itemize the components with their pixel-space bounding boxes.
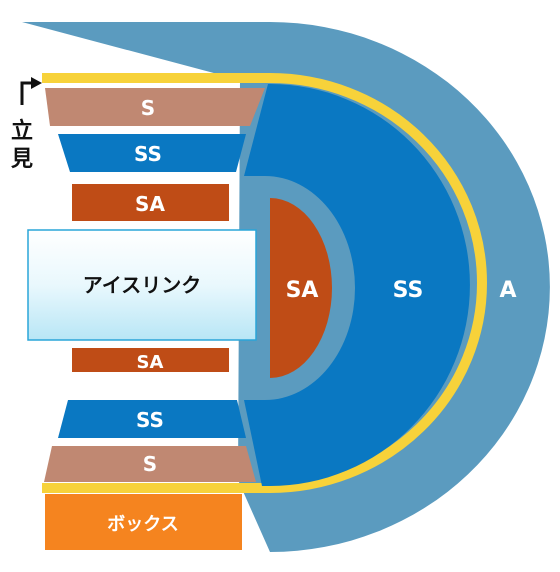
section-s-upper[interactable] xyxy=(45,88,265,126)
section-sa-lower[interactable] xyxy=(72,348,229,372)
label-a-arena: A xyxy=(499,278,516,303)
label-s-lower: S xyxy=(143,452,157,476)
label-s-upper: S xyxy=(141,96,155,120)
standing-label-1: 立 xyxy=(11,118,33,144)
walkway-yellow xyxy=(42,73,487,493)
standing-arrowhead-icon xyxy=(31,77,42,89)
label-sa-upper: SA xyxy=(135,192,165,216)
label-ss-lower: SS xyxy=(136,408,164,432)
section-box[interactable] xyxy=(45,494,242,550)
label-ss-arena: SS xyxy=(393,278,424,303)
section-ss-upper[interactable] xyxy=(58,134,246,172)
standing-label-2: 見 xyxy=(11,147,33,172)
label-sa-lower: SA xyxy=(137,352,164,373)
section-sa-upper[interactable] xyxy=(72,184,229,221)
section-s-lower[interactable] xyxy=(44,446,256,482)
label-ss-upper: SS xyxy=(134,142,162,166)
section-ss-area[interactable] xyxy=(244,84,470,486)
label-box: ボックス xyxy=(107,514,178,535)
section-ss-lower[interactable] xyxy=(58,400,246,438)
label-ice-rink: アイスリンク xyxy=(83,273,201,297)
standing-arrow-icon xyxy=(20,81,32,105)
section-sa-arena[interactable] xyxy=(270,198,332,378)
label-sa-arena: SA xyxy=(286,278,319,303)
ice-rink xyxy=(27,229,257,341)
